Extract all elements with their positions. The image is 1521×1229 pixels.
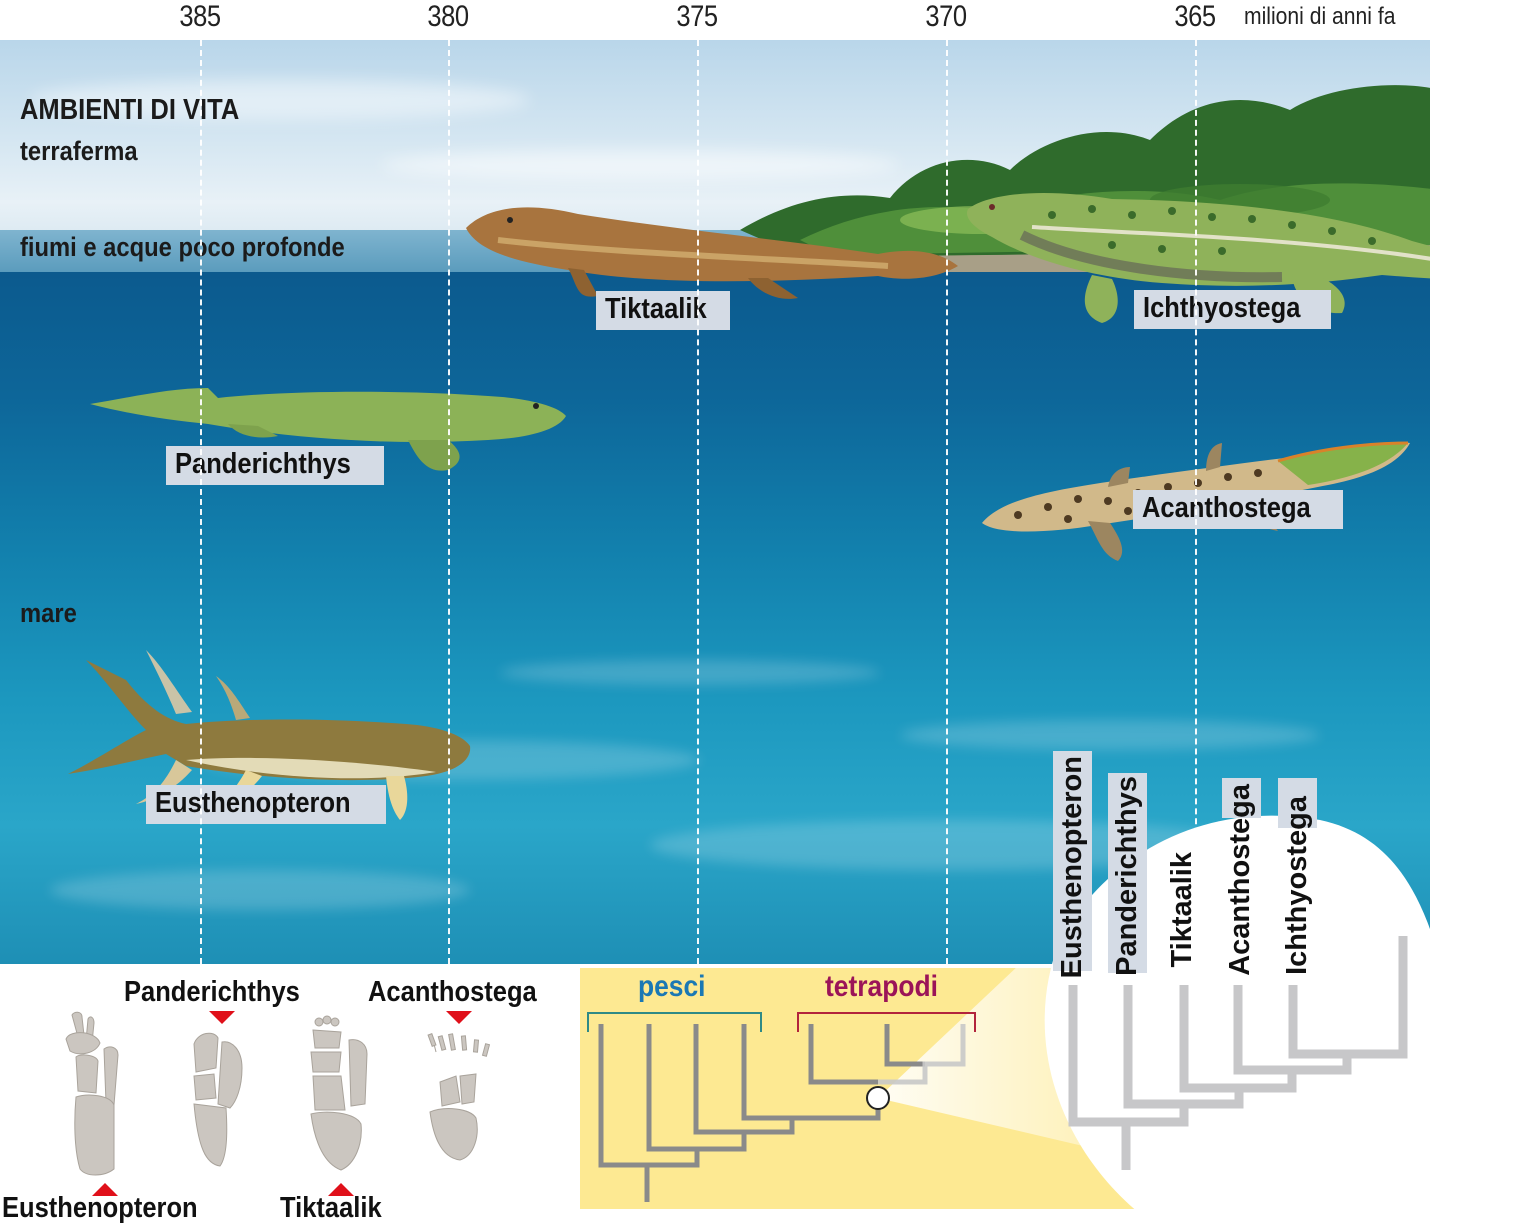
axis-unit-label: milioni di anni fa (1244, 3, 1396, 30)
fish-bracket (587, 1012, 762, 1032)
animal-label-eusthenopteron: Eusthenopteron (146, 785, 387, 824)
pointer-triangle-down (209, 1011, 235, 1024)
animal-label-acanthostega: Acanthostega (1133, 490, 1343, 529)
limb-bones-panderichthys (193, 1032, 243, 1167)
axis-tick-380: 380 (427, 0, 469, 33)
group-label-tetrapods: tetrapodi (825, 970, 938, 1003)
limb-label-eusthenopteron: Eusthenopteron (2, 1192, 198, 1224)
pointer-triangle-down (446, 1011, 472, 1024)
axis-tick-365: 365 (1174, 0, 1216, 33)
cloud (380, 150, 900, 180)
gridline-365 (1195, 40, 1197, 964)
cloud (30, 80, 530, 120)
limb-comparison: Panderichthys Acanthostega (0, 964, 580, 1229)
pointer-triangle-up (92, 1183, 118, 1196)
tiktaalik-illustration (466, 207, 958, 299)
taxon-label-panderichthys: Panderichthys (1111, 776, 1143, 976)
axis-tick-385: 385 (179, 0, 221, 33)
pointer-triangle-up (328, 1183, 354, 1196)
taxon-tag (1108, 773, 1147, 973)
env-label-land: terraferma (20, 136, 138, 166)
gridline-375 (697, 40, 699, 964)
env-label-shallow: fiumi e acque poco profonde (20, 232, 345, 262)
axis-tick-370: 370 (925, 0, 967, 33)
panderichthys-illustration (90, 388, 566, 471)
limb-bones-eusthenopteron (65, 1011, 119, 1176)
taxon-tag (1278, 778, 1317, 828)
limb-label-panderichthys: Panderichthys (124, 976, 300, 1008)
gridline-385 (200, 40, 202, 964)
tetrapod-bracket (797, 1012, 976, 1032)
limb-bones-tiktaalik (310, 1015, 368, 1171)
taxon-label-eusthenopteron: Eusthenopteron (1056, 756, 1088, 979)
environment-scene: AMBIENTI DI VITA terraferma fiumi e acqu… (0, 40, 1430, 964)
taxon-label-tiktaalik: Tiktaalik (1166, 852, 1198, 968)
gridline-370 (946, 40, 948, 964)
taxon-label-ichthyostega: Ichthyostega (1281, 796, 1313, 975)
node-marker (866, 1086, 890, 1110)
animal-label-panderichthys: Panderichthys (166, 446, 384, 485)
animal-label-tiktaalik: Tiktaalik (596, 291, 730, 330)
environments-title: AMBIENTI DI VITA (20, 94, 240, 126)
gridline-380 (448, 40, 450, 964)
animal-label-ichthyostega: Ichthyostega (1134, 290, 1331, 329)
taxon-tag (1053, 751, 1092, 971)
limb-bones-acanthostega (427, 1033, 491, 1161)
cladogram-magnified: Eusthenopteron Panderichthys Tiktaalik A… (1020, 740, 1521, 1229)
group-label-fish: pesci (638, 970, 706, 1003)
axis-tick-375: 375 (676, 0, 718, 33)
eusthenopteron-illustration (68, 650, 471, 820)
ichthyostega-illustration (967, 193, 1430, 323)
tetrapod-branches (808, 1024, 925, 1085)
limb-label-acanthostega: Acanthostega (368, 976, 537, 1008)
taxon-tag (1222, 778, 1261, 818)
env-label-sea: mare (20, 598, 77, 628)
taxon-label-acanthostega: Acanthostega (1224, 784, 1256, 976)
time-axis: 385 380 375 370 365 milioni di anni fa (0, 0, 1521, 40)
limb-label-tiktaalik: Tiktaalik (280, 1192, 382, 1224)
